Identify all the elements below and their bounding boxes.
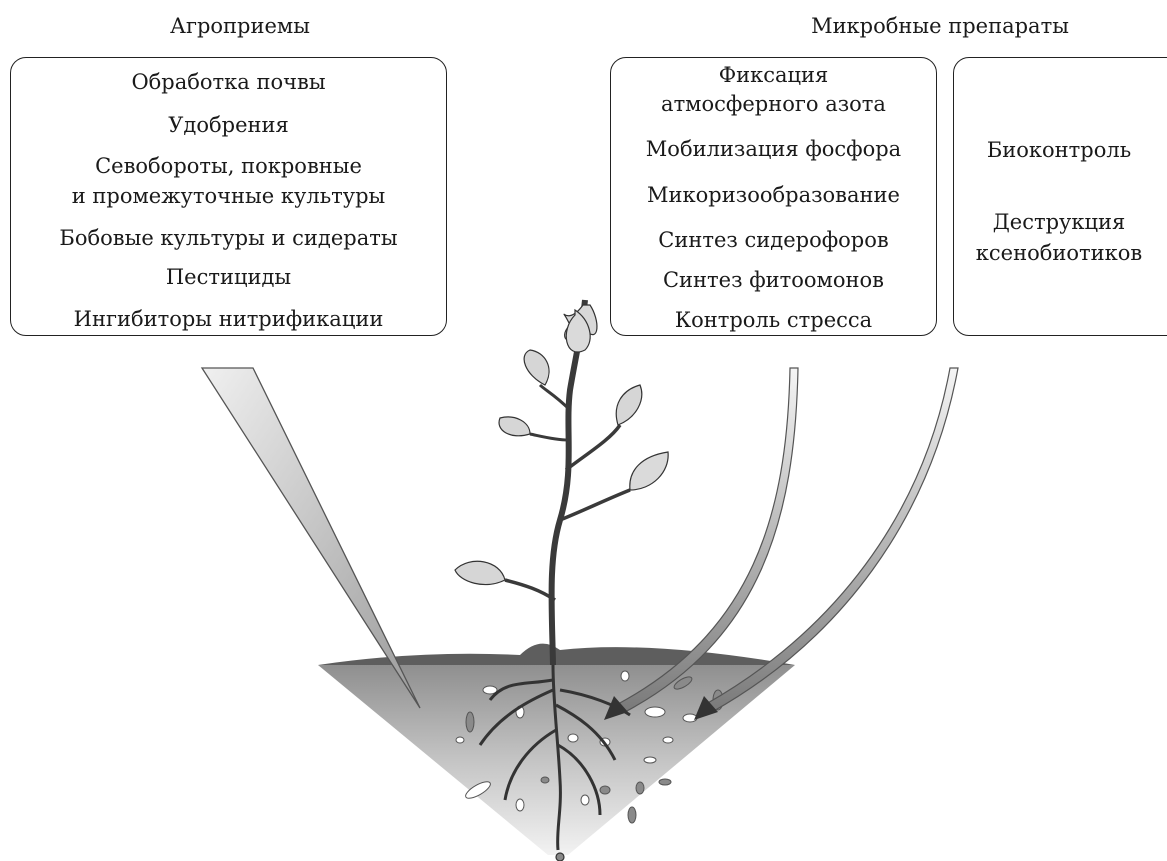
microbial-functions-box: Фиксация атмосферного азота Мобилизация … [610,57,937,336]
agro-methods-box: Обработка почвы Удобрения Севобороты, по… [10,57,447,336]
agro-item-soil-tillage: Обработка почвы [131,70,326,94]
microbial-item-fixation-line1: Фиксация [718,63,829,87]
plant [454,299,669,861]
microbial-item-xenobiotics-line1: Деструкция [992,210,1126,234]
agro-item-rotations-line1: Севобороты, покровные [95,154,362,178]
microbial-protection-box: Биоконтроль Деструкция ксенобиотиков [953,57,1167,336]
microbial-heading: Микробные препараты [811,14,1069,38]
microbial-item-stress-control: Контроль стресса [674,308,873,332]
agro-heading: Агроприемы [170,14,310,38]
agro-item-rotations-line2: и промежуточные культуры [71,184,386,208]
microbial-item-biocontrol: Биоконтроль [986,138,1132,162]
microbial-arrow-2 [694,367,959,720]
microbial-item-xenobiotics-line2: ксенобиотиков [975,241,1143,265]
microbial-item-fixation-line2: атмосферного азота [661,92,886,116]
soil-cross-section [318,643,795,855]
agro-item-nitrification-inhibitors: Ингибиторы нитрификации [73,307,384,331]
agro-pointer [200,367,421,709]
microbial-item-phosphorus: Мобилизация фосфора [645,137,902,161]
microbial-item-mycorrhiza: Микоризообразование [647,183,900,207]
microbial-arrow-1 [604,367,799,720]
agro-item-fertilizers: Удобрения [168,113,289,137]
agro-item-legumes: Бобовые культуры и сидераты [59,226,398,250]
microbial-item-phytohormones: Синтез фитоомонов [662,268,884,292]
agro-item-pesticides: Пестициды [165,265,292,289]
microbial-item-siderophores: Синтез сидерофоров [658,228,889,252]
